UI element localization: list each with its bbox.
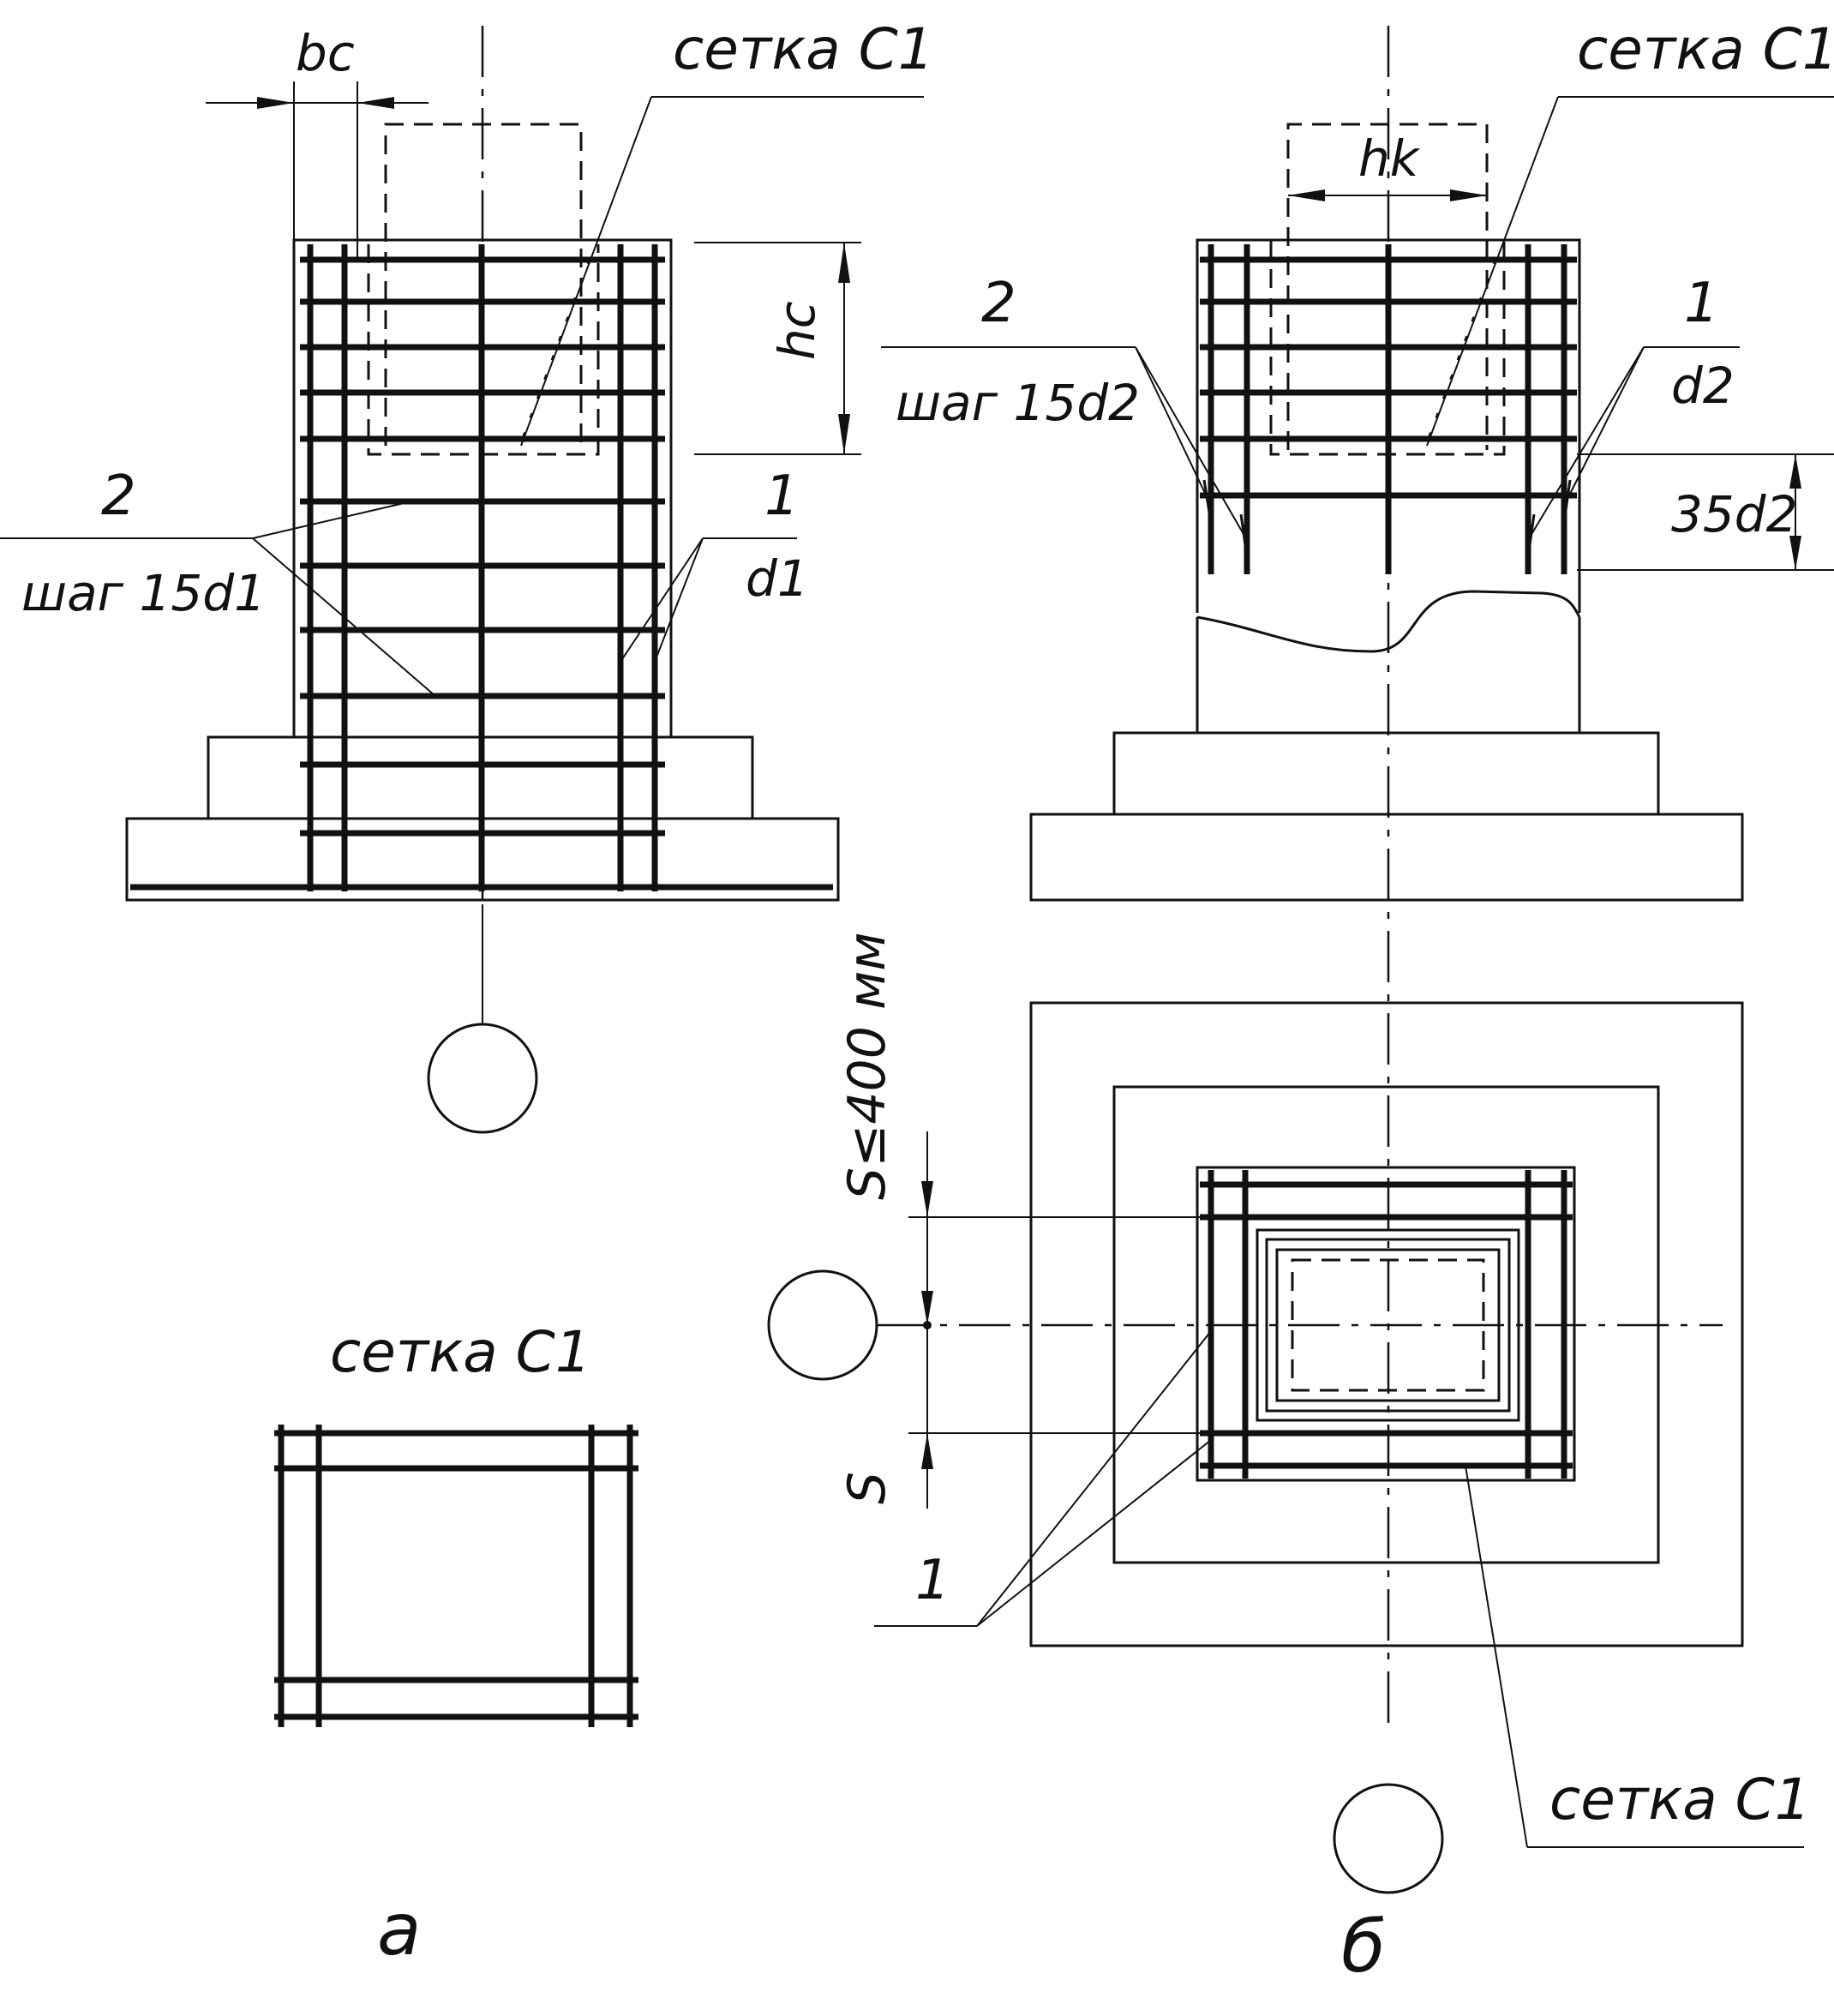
item2-label-b: 2 [981,272,1016,335]
item2-leader-b2 [1135,346,1248,541]
s-arrow-top [921,1181,933,1217]
hc-arrow-bottom [838,414,850,454]
view-b-plan: S≤400 мм S 1 сетка С1 б [767,933,1811,1989]
item2-leader-a1 [252,537,436,697]
hc-label: hc [768,301,826,360]
item1-leader-b1 [1527,346,1645,541]
35d2-arrow-bottom [1789,536,1801,570]
s-dim-dot [923,1321,932,1329]
axis-marker-b-bottom [1333,1783,1444,1894]
item1-leader-plan1 [976,1330,1212,1627]
bc-arrow-right [357,97,394,109]
hk-arrow-left [1288,189,1325,201]
35d2-label: 35d2 [1671,485,1798,543]
spacing-s-label: S [837,1472,897,1504]
item1-label-plan: 1 [915,1549,950,1612]
item1-label-b: 1 [1684,272,1719,335]
axis-marker-b-left [767,1269,878,1381]
view-a-mesh-detail: сетка С1 а [274,1319,638,1971]
35d2-arrow-top [1789,454,1801,489]
s-arrow-bottom [921,1433,933,1469]
column-break-line-b [1196,590,1581,653]
item2-label-a: 2 [101,465,136,528]
mesh-c1-chain-a [522,246,595,438]
item1-leader-a2 [654,537,704,663]
d2-label: d2 [1671,357,1735,415]
column-plan-dashed [1291,1258,1485,1392]
s-arrow-mid [921,1291,933,1325]
mesh-c1-label-a-top: сетка С1 [673,16,934,82]
mesh-bars-plan [1200,1170,1573,1479]
caption-a: а [377,1887,421,1971]
item1-leader-plan2 [976,1439,1212,1627]
spacing-limit-label: S≤400 мм [837,933,897,1200]
step-label-a: шаг 15d1 [21,564,266,622]
socket-plan-mid [1265,1238,1511,1413]
column-outline-b-bottom [1196,617,1581,733]
foundation-base-b [1029,813,1744,902]
item2-leader-a2 [252,501,412,539]
view-b-elevation: сетка С1 hk 2 шаг 15d2 1 d2 35d2 [881,16,1834,1894]
hc-arrow-top [838,243,850,283]
mesh-c1-leader-b [1426,96,1559,447]
mesh-c1-chain-b [1428,246,1501,438]
item2-leader-b1 [1135,346,1212,507]
bc-arrow-left [257,97,294,109]
bc-label: bc [296,24,355,82]
mesh-c1-label-b-top: сетка С1 [1577,16,1834,82]
column-plan-outer [1196,1166,1576,1482]
foundation-base-plan [1029,1001,1744,1647]
item1-label-a: 1 [764,465,800,528]
mesh-c1-label-a-bottom: сетка С1 [330,1319,591,1385]
caption-b: б [1341,1905,1386,1989]
mesh-c1-bars-a [274,1425,638,1727]
item1-leader-b2 [1563,346,1645,507]
hk-label: hk [1358,129,1421,188]
mesh-c1-leader-plan [1465,1465,1528,1848]
mesh-c1-leader-a [520,96,652,447]
d1-label: d1 [746,549,809,608]
hk-arrow-right [1450,189,1487,201]
step-label-b: шаг 15d2 [896,374,1140,432]
mesh-c1-label-b-bottom: сетка С1 [1549,1767,1811,1833]
axis-marker-a [427,1023,538,1134]
view-a-elevation: bc сетка С1 hc 2 шаг 15d1 1 d1 [0,16,934,1134]
item1-leader-a1 [620,537,704,663]
foundation-step-upper-b [1112,731,1660,816]
